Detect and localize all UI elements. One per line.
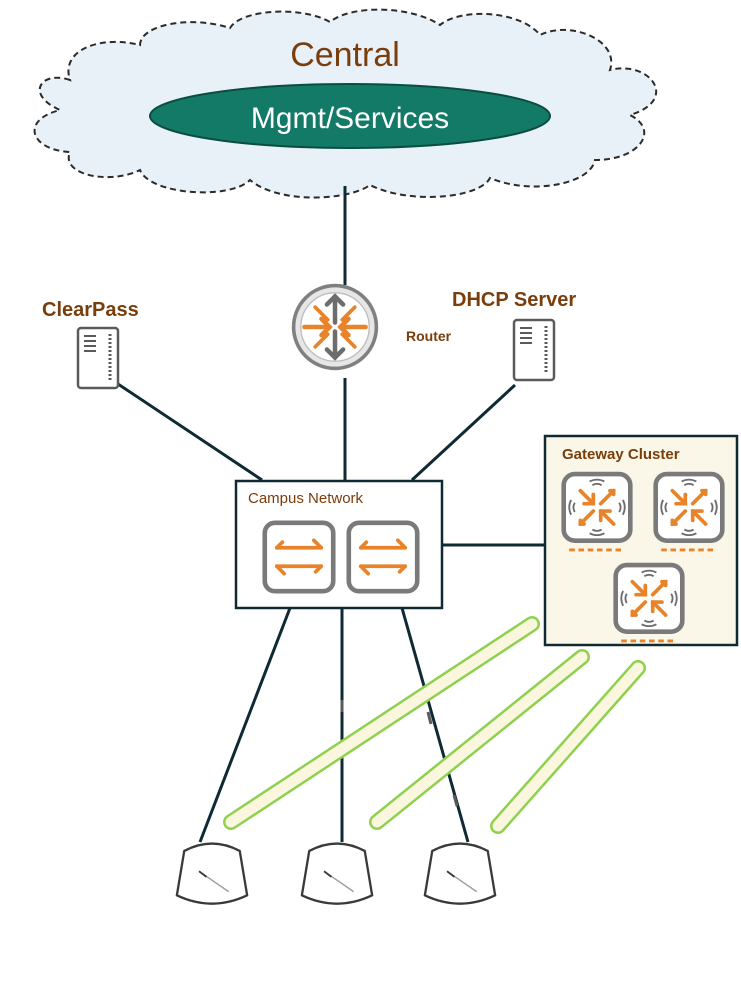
tunnel-2	[369, 649, 590, 830]
router-label: Router	[406, 328, 452, 344]
access-point-icon[interactable]	[300, 842, 374, 905]
mgmt-services-ellipse	[149, 83, 551, 149]
tunnel-1	[223, 616, 540, 830]
access-point-icon[interactable]	[423, 842, 497, 905]
link-campus-ap1	[198, 607, 292, 843]
tunnel-3	[490, 660, 646, 834]
link-clearpass-campus	[117, 382, 263, 482]
tunnels	[223, 616, 646, 834]
mgmt-services-label: Mgmt/Services	[251, 102, 449, 135]
dhcp-server-label: DHCP Server	[452, 289, 576, 311]
campus-network-label: Campus Network	[248, 490, 364, 507]
router-icon[interactable]	[294, 286, 377, 369]
dhcp-server-icon[interactable]	[512, 318, 556, 382]
clearpass-label: ClearPass	[42, 299, 139, 321]
switch-icon[interactable]	[265, 523, 333, 591]
link-campus-ap3	[400, 607, 470, 843]
cloud-title: Central	[290, 36, 400, 74]
link-dhcp-campus	[410, 383, 517, 482]
gateway-icon[interactable]	[564, 474, 631, 550]
crossing-marks	[340, 700, 459, 807]
gateway-icon[interactable]	[656, 474, 723, 550]
gateway-cluster-label: Gateway Cluster	[562, 446, 680, 463]
clearpass-server-icon[interactable]	[76, 326, 120, 390]
gateway-icon[interactable]	[616, 565, 683, 641]
switch-icon[interactable]	[349, 523, 417, 591]
access-point-icon[interactable]	[175, 842, 249, 905]
